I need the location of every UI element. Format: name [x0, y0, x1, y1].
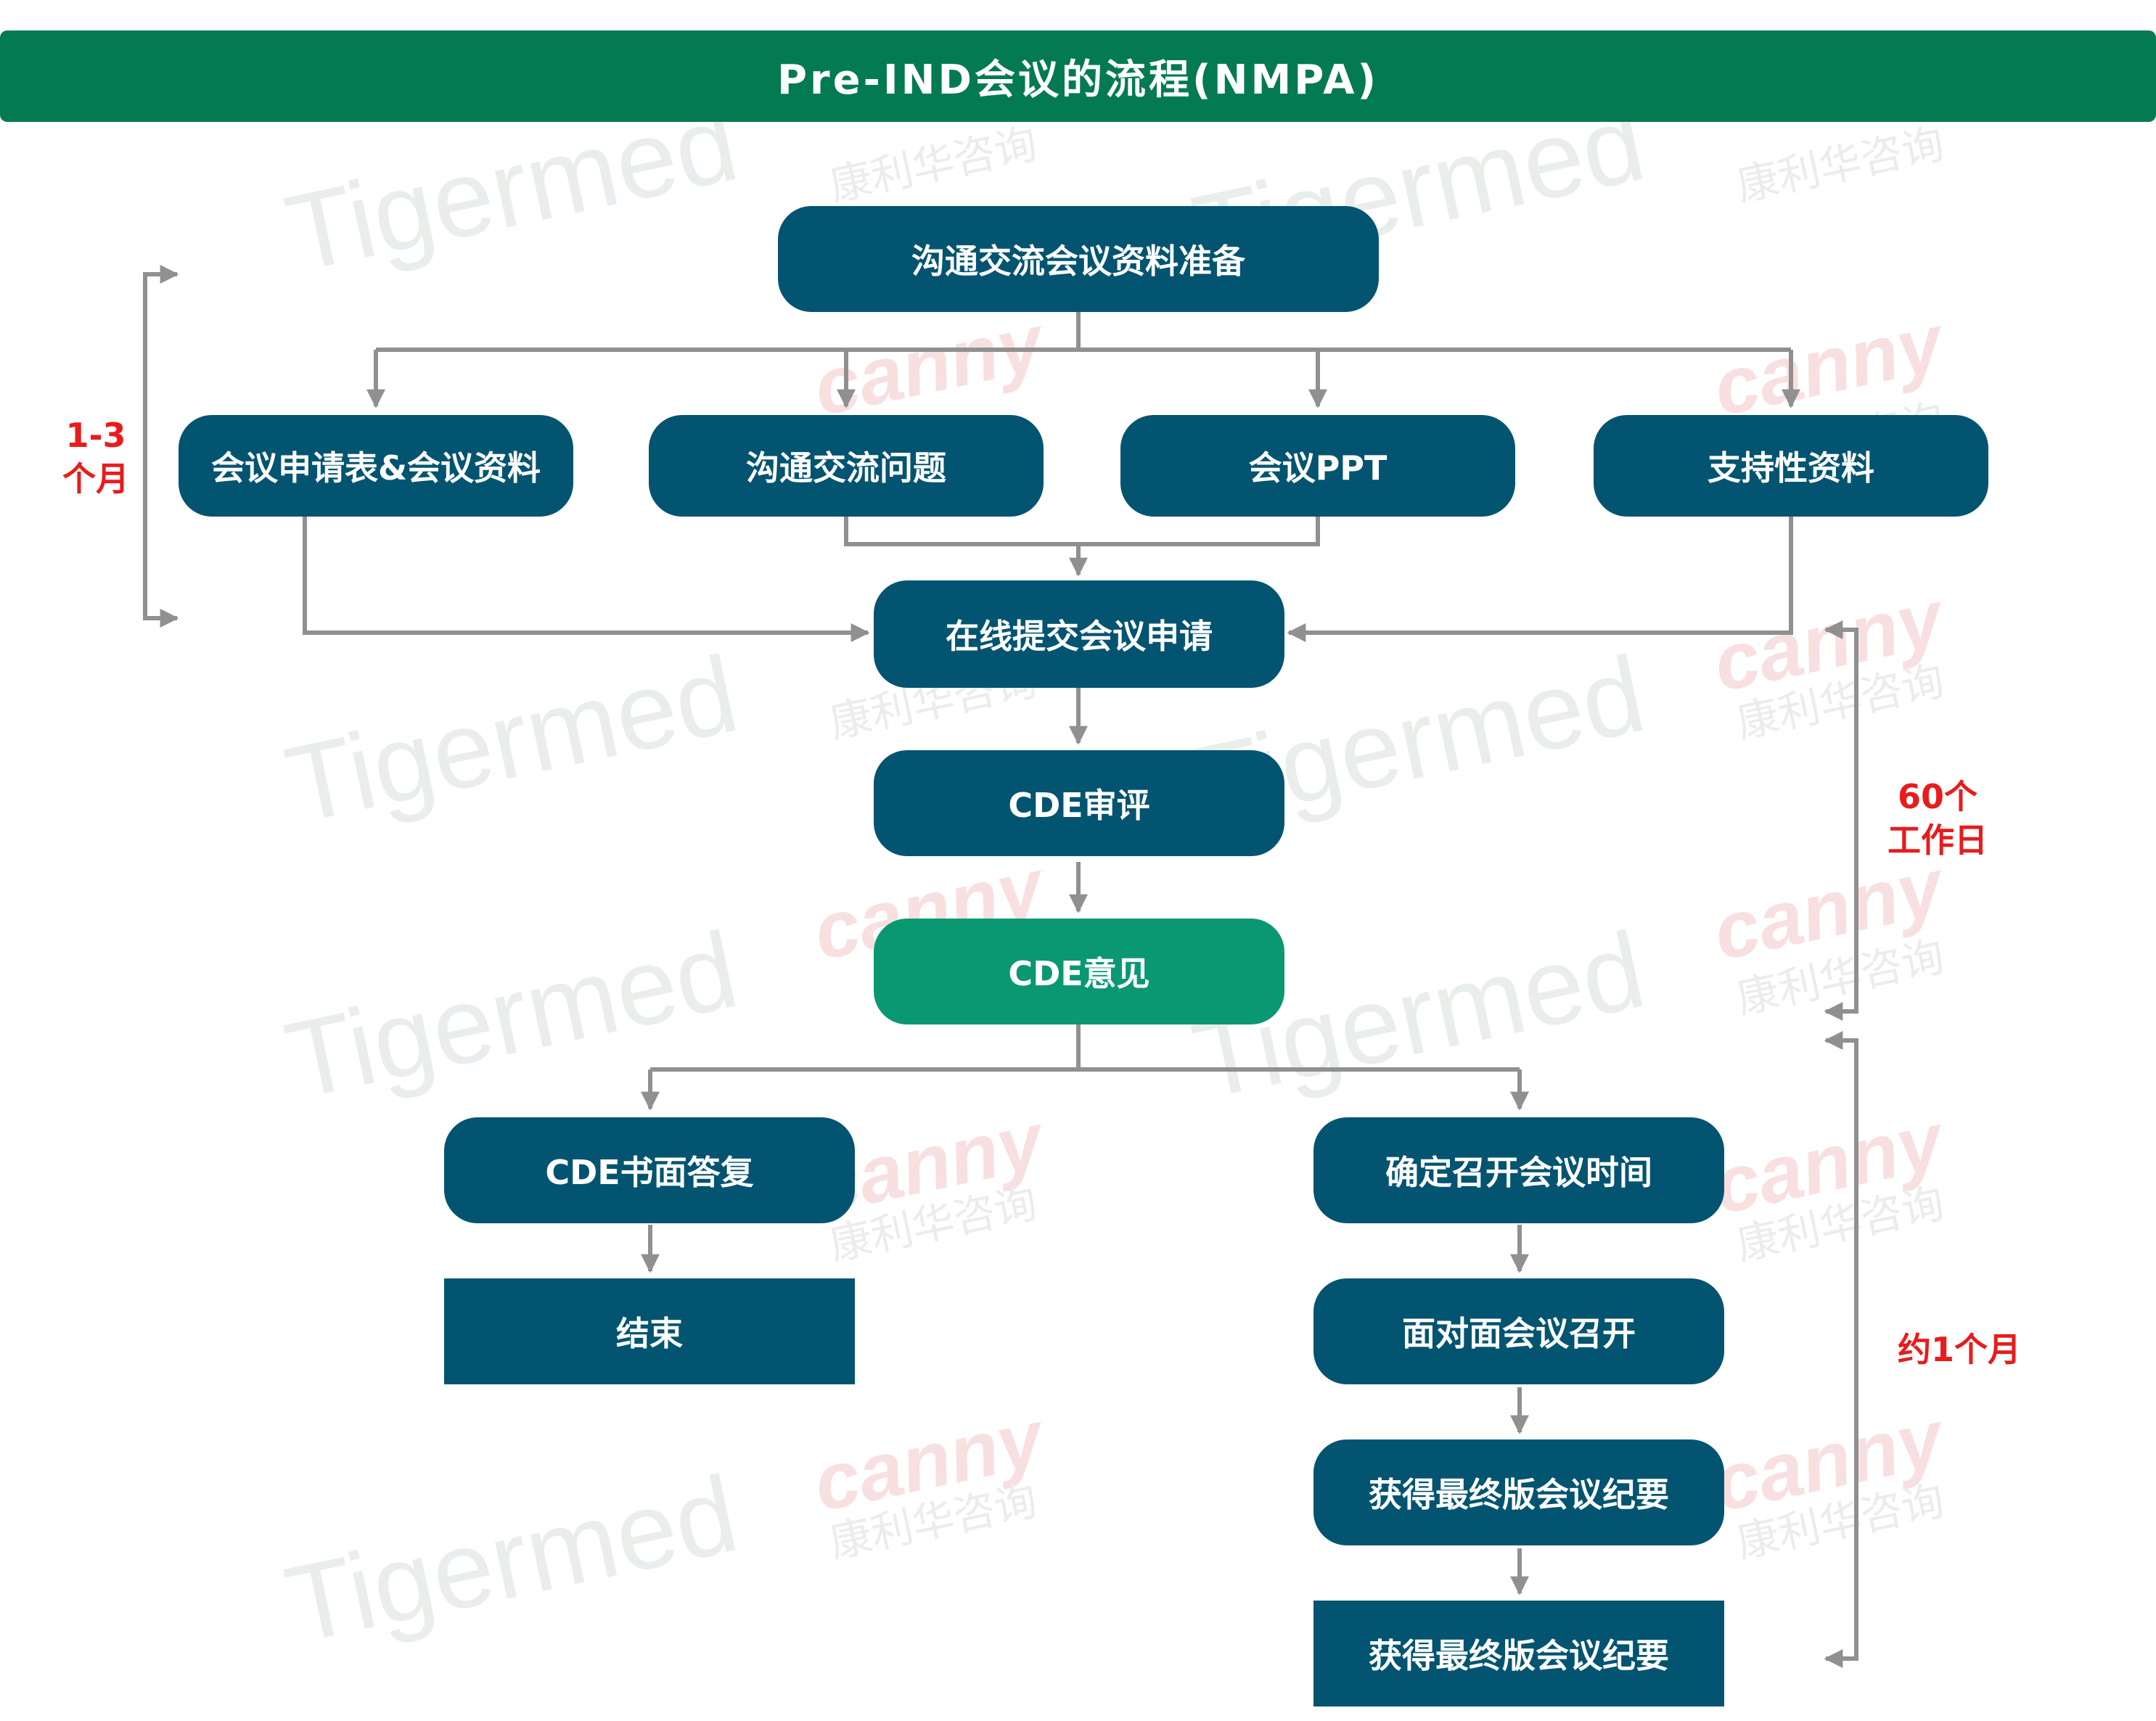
node-final-minutes: 获得最终版会议纪要 — [1313, 1439, 1724, 1545]
node-end: 结束 — [444, 1278, 855, 1384]
node-meeting-ppt: 会议PPT — [1120, 415, 1515, 517]
duration-line: 1-3 — [65, 416, 126, 455]
page-title: Pre-IND会议的流程(NMPA) — [776, 56, 1380, 104]
node-schedule-meeting: 确定召开会议时间 — [1313, 1117, 1724, 1223]
connector-support-to-submit — [1287, 517, 1793, 642]
node-label: 确定召开会议时间 — [1385, 1153, 1652, 1192]
node-materials-preparation: 沟通交流会议资料准备 — [778, 206, 1379, 312]
title-bar: Pre-IND会议的流程(NMPA) — [0, 30, 2156, 122]
node-label: CDE书面答复 — [545, 1153, 754, 1192]
connector-form-to-submit — [303, 517, 870, 642]
node-label: 在线提交会议申请 — [946, 617, 1213, 656]
node-label: 获得最终版会议纪要 — [1369, 1636, 1669, 1675]
duration-line: 工作日 — [1887, 821, 1988, 860]
node-final-minutes-obtained: 获得最终版会议纪要 — [1313, 1601, 1724, 1706]
node-cde-review: CDE审评 — [874, 750, 1284, 856]
duration-line: 个月 — [62, 459, 129, 498]
node-label: 面对面会议召开 — [1402, 1314, 1636, 1353]
node-label: CDE审评 — [1008, 786, 1150, 825]
node-label: 沟通交流问题 — [746, 448, 946, 488]
duration-about-1-month: 约1个月 — [1880, 1328, 2039, 1371]
node-label: 支持性资料 — [1708, 448, 1874, 488]
node-label: 会议PPT — [1248, 448, 1388, 488]
node-supporting-materials: 支持性资料 — [1594, 415, 1988, 517]
node-label: 结束 — [616, 1314, 683, 1353]
duration-line: 60个 — [1897, 777, 1977, 816]
duration-1-3-months: 1-3 个月 — [45, 414, 147, 501]
connector-merge-bar — [844, 517, 1320, 546]
bracket-about-1-month — [1829, 1038, 1858, 1661]
node-cde-written-reply: CDE书面答复 — [444, 1117, 855, 1223]
duration-line: 约1个月 — [1897, 1330, 2021, 1369]
node-cde-opinion: CDE意见 — [874, 919, 1284, 1024]
bracket-1-3-months — [143, 272, 174, 620]
node-communication-questions: 沟通交流问题 — [649, 415, 1044, 517]
node-label: 沟通交流会议资料准备 — [911, 242, 1245, 281]
duration-60-working-days: 60个 工作日 — [1872, 775, 2003, 862]
node-online-submission: 在线提交会议申请 — [874, 580, 1284, 688]
node-label: 获得最终版会议纪要 — [1369, 1475, 1669, 1514]
node-label: CDE意见 — [1008, 954, 1150, 993]
node-face-to-face-meeting: 面对面会议召开 — [1313, 1278, 1724, 1384]
node-application-form: 会议申请表&会议资料 — [179, 415, 573, 517]
node-label: 会议申请表&会议资料 — [210, 448, 541, 488]
bracket-60-working-days — [1829, 628, 1858, 1014]
